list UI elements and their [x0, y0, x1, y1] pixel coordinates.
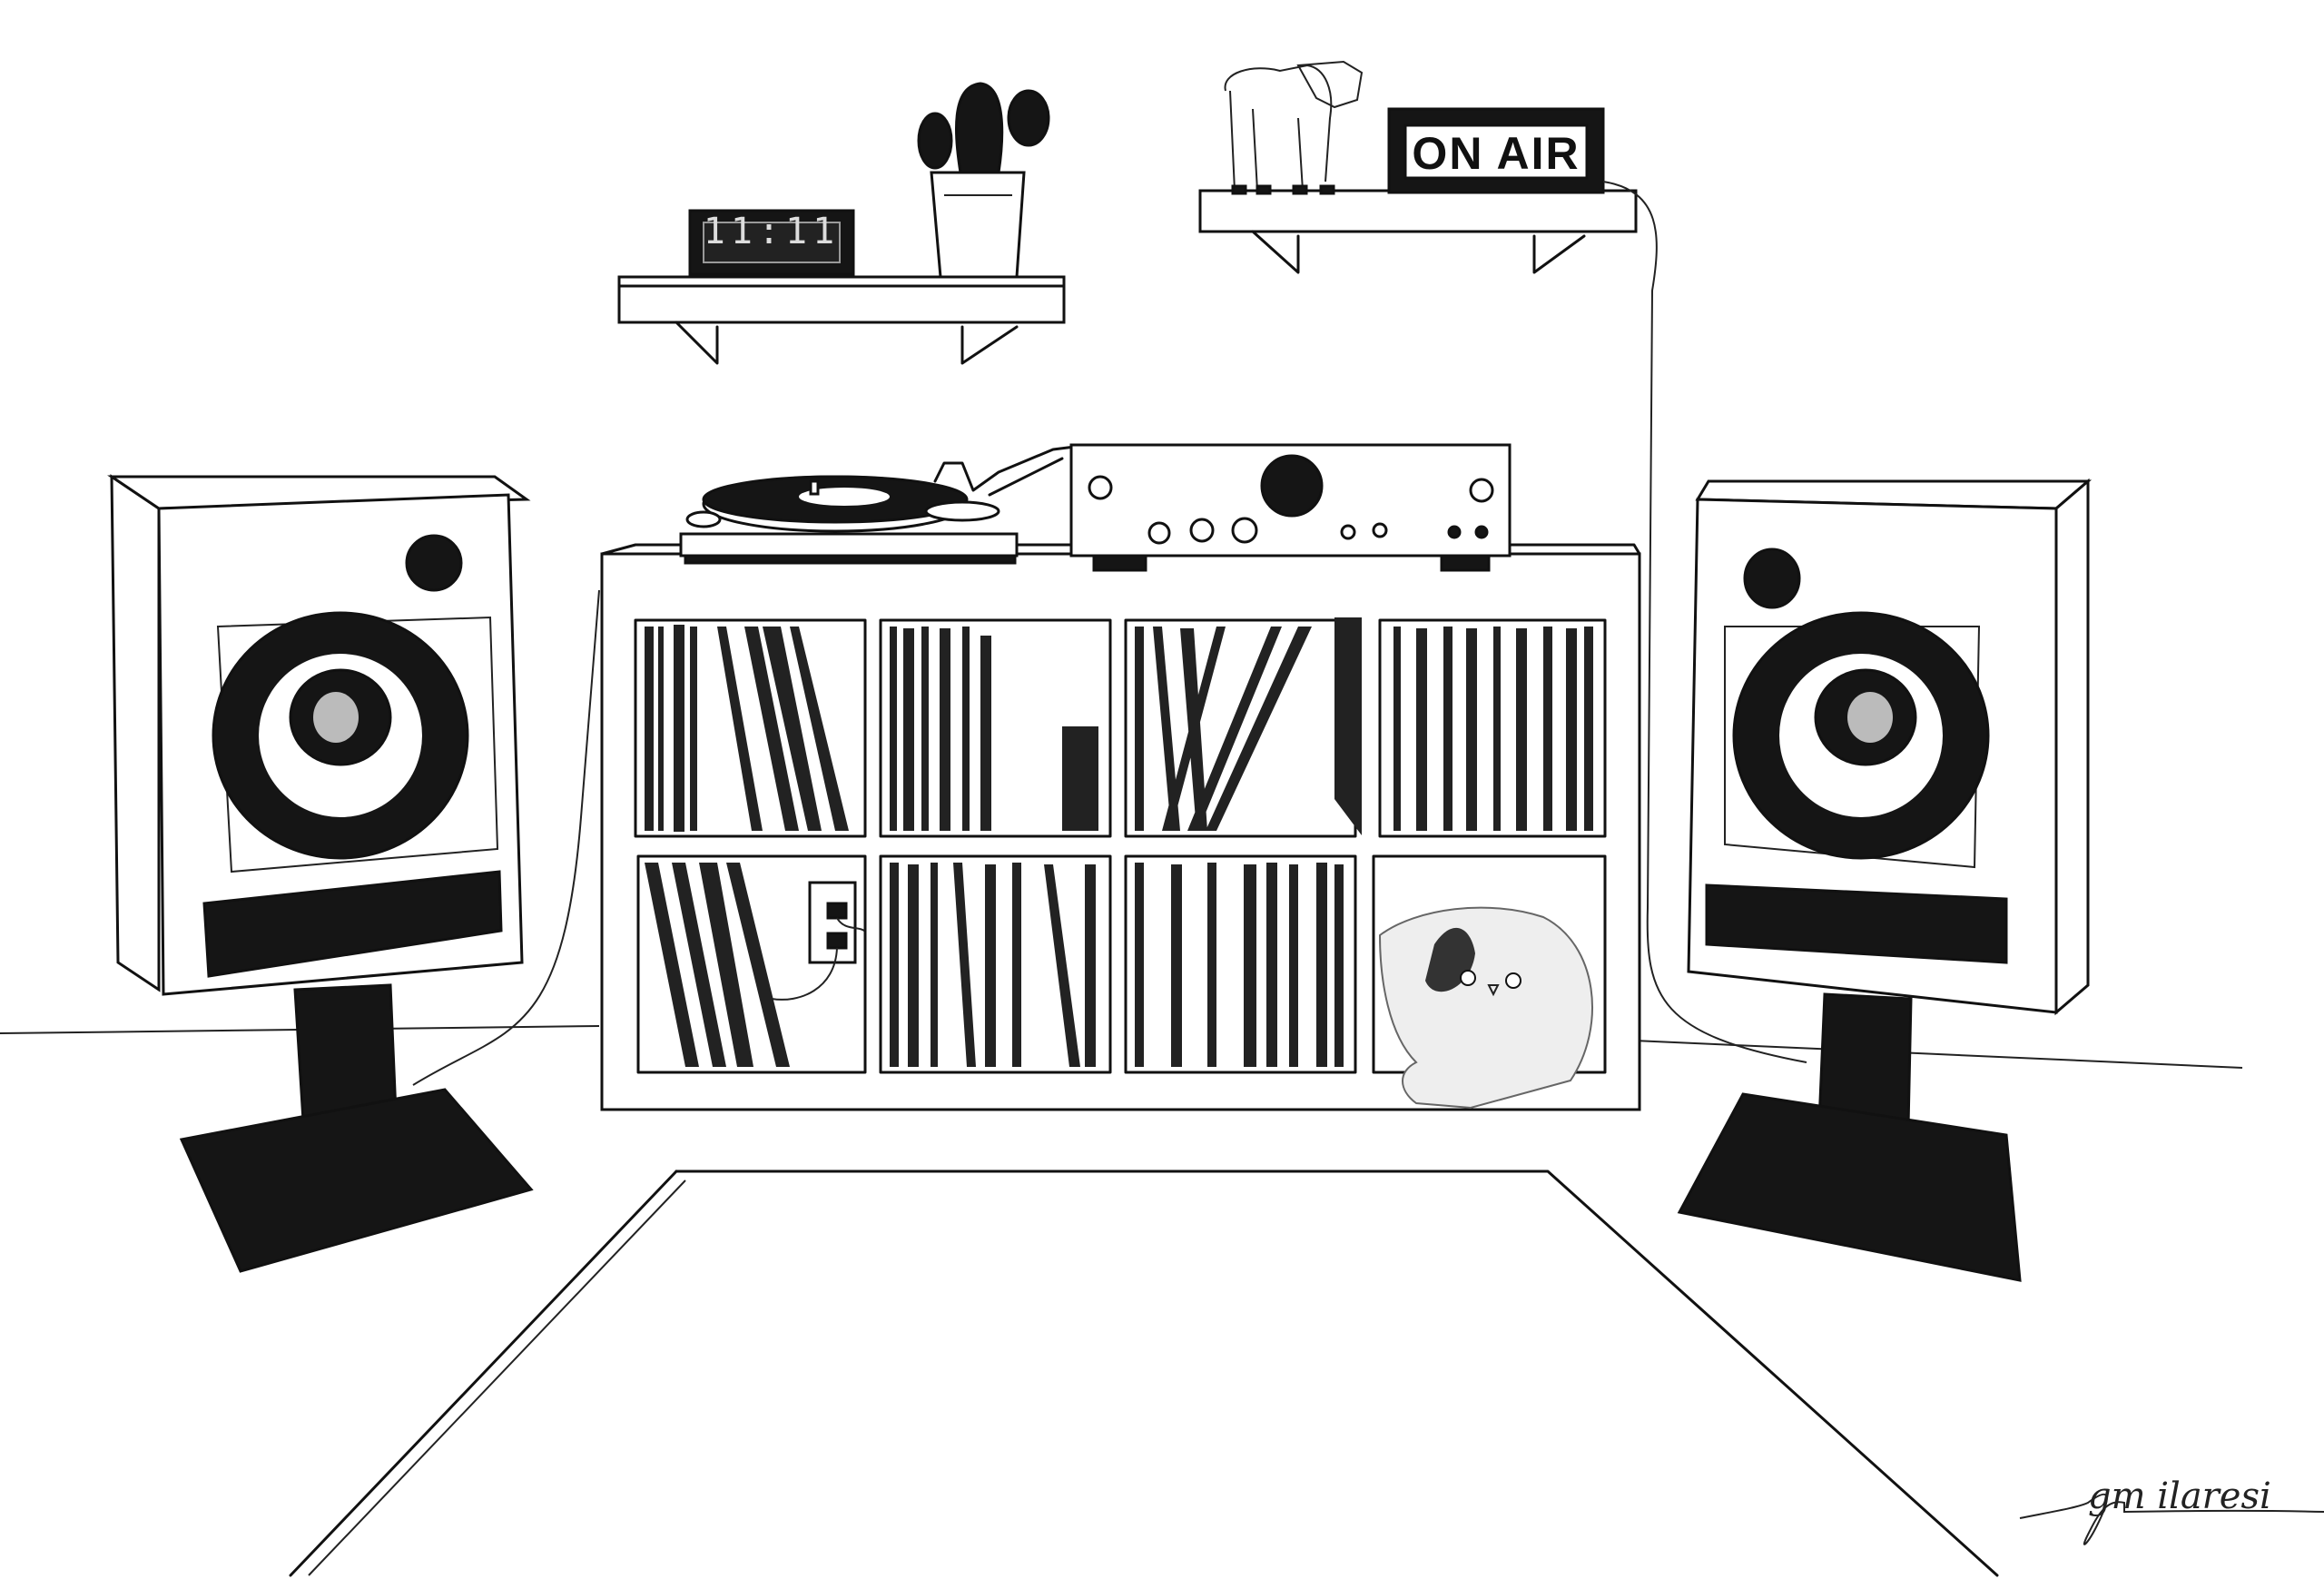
speaker-cable-left: [412, 589, 600, 1086]
digital-clock: [688, 209, 855, 276]
record-cabinet: [600, 543, 1641, 1111]
left-shelf: [617, 275, 1066, 365]
right-speaker: [1687, 478, 2093, 1016]
left-speaker: [107, 474, 531, 996]
vinyl-records: [645, 617, 1593, 1067]
lamb-figurine: [1224, 60, 1364, 195]
wall-outlet: [771, 881, 865, 1001]
right-speaker-stand: [1677, 992, 2022, 1282]
right-shelf: [1198, 189, 1638, 274]
on-air-sign: [1387, 107, 1605, 194]
signature-flourish: [2019, 1493, 2324, 1545]
rug: [289, 1169, 1999, 1577]
potted-cactus: [917, 82, 1050, 279]
on-air-text: ON AIR: [1412, 128, 1581, 179]
amplifier: [1069, 443, 1512, 572]
on-air-cable: [1602, 181, 1807, 1063]
turntable: [679, 443, 1091, 565]
left-speaker-stand: [179, 983, 534, 1273]
clock-display: 11:11: [703, 211, 841, 252]
cat: [1378, 906, 1593, 1110]
artist-signature: gm ilaresi: [2088, 1475, 2271, 1517]
